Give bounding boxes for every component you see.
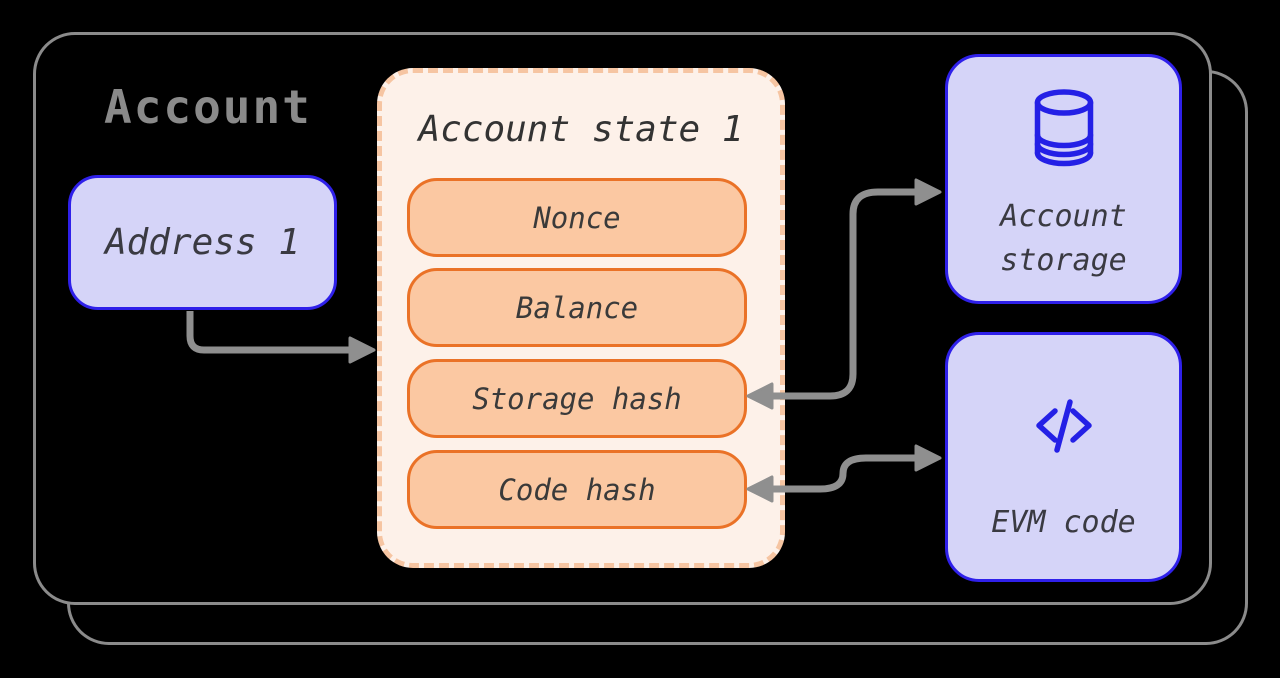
address-node-label: Address 1 bbox=[104, 222, 301, 263]
account-state-panel: Account state 1 Nonce Balance Storage ha… bbox=[377, 68, 785, 568]
field-pill-code-hash: Code hash bbox=[407, 450, 747, 529]
database-icon bbox=[1032, 89, 1096, 171]
code-icon bbox=[1033, 397, 1095, 459]
account-state-panel-title: Account state 1 bbox=[418, 109, 744, 150]
evm-code-label: EVM code bbox=[991, 505, 1136, 540]
address-node: Address 1 bbox=[68, 175, 337, 310]
field-pill-storage-hash: Storage hash bbox=[407, 359, 747, 438]
field-pill-nonce: Nonce bbox=[407, 178, 747, 257]
account-storage-label: Account storage bbox=[1000, 199, 1127, 278]
field-pill-balance: Balance bbox=[407, 268, 747, 347]
account-card-title: Account bbox=[104, 80, 312, 134]
field-pill-label: Code hash bbox=[498, 472, 656, 507]
field-pill-label: Storage hash bbox=[472, 381, 682, 416]
evm-code-node: EVM code bbox=[945, 332, 1182, 582]
field-pill-label: Nonce bbox=[533, 200, 621, 235]
field-pill-label: Balance bbox=[515, 290, 639, 325]
account-storage-node: Account storage bbox=[945, 54, 1182, 304]
